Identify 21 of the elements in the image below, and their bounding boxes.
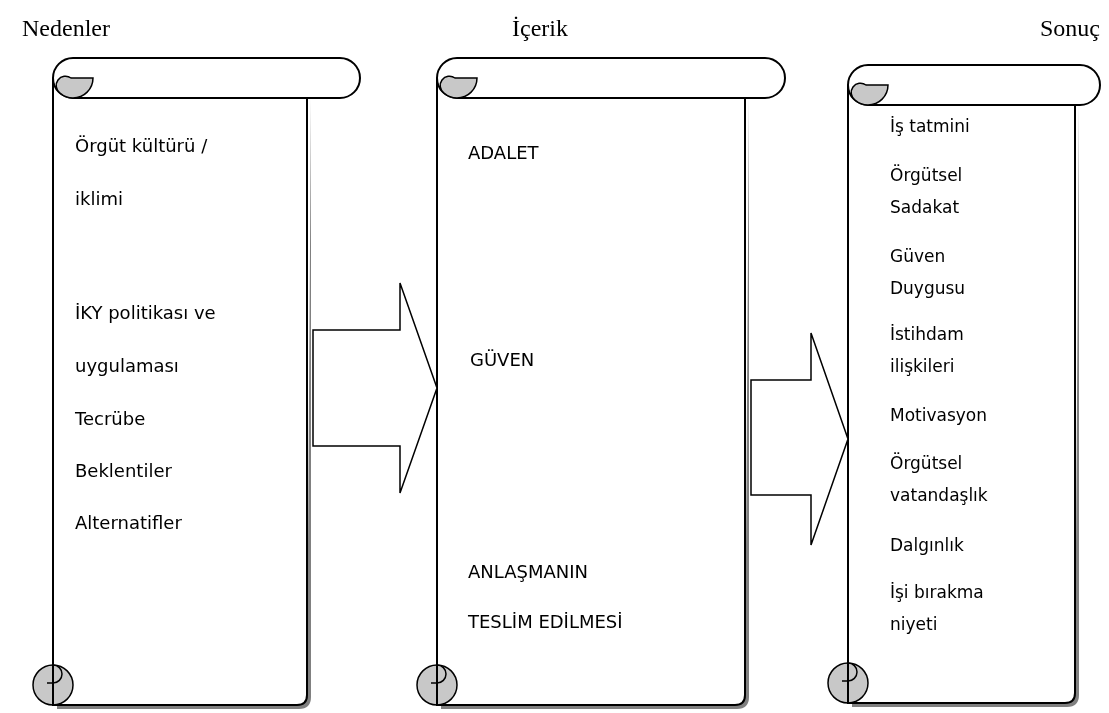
- block-arrow: [750, 332, 849, 546]
- list-item: İşi bırakma niyeti: [890, 581, 985, 636]
- list-item: Örgüt kültürü / iklimi: [75, 134, 209, 211]
- list-item: Örgütsel Sadakat: [890, 163, 964, 219]
- list-item: İş tatmini: [890, 115, 971, 138]
- list-item: ANLAŞMANIN TESLİM EDİLMESİ: [468, 560, 624, 634]
- list-item: İKY politikası ve uygulaması: [75, 301, 217, 378]
- list-item: Güven Duygusu: [890, 245, 967, 300]
- list-item: İstihdam ilişkileri: [890, 323, 965, 378]
- column-heading: Sonuç: [1040, 14, 1100, 43]
- list-item: GÜVEN: [470, 348, 536, 372]
- list-item: Alternatifler: [75, 511, 183, 535]
- list-item: Dalgınlık: [890, 534, 965, 557]
- list-item: Motivasyon: [890, 404, 989, 427]
- list-item: Tecrübe: [75, 407, 147, 431]
- list-item: Beklentiler: [75, 459, 173, 483]
- list-item: Örgütsel vatandaşlık: [890, 451, 989, 507]
- block-arrow: [312, 282, 438, 494]
- column-heading: İçerik: [512, 14, 568, 43]
- column-heading: Nedenler: [22, 14, 110, 43]
- list-item: ADALET: [468, 141, 540, 165]
